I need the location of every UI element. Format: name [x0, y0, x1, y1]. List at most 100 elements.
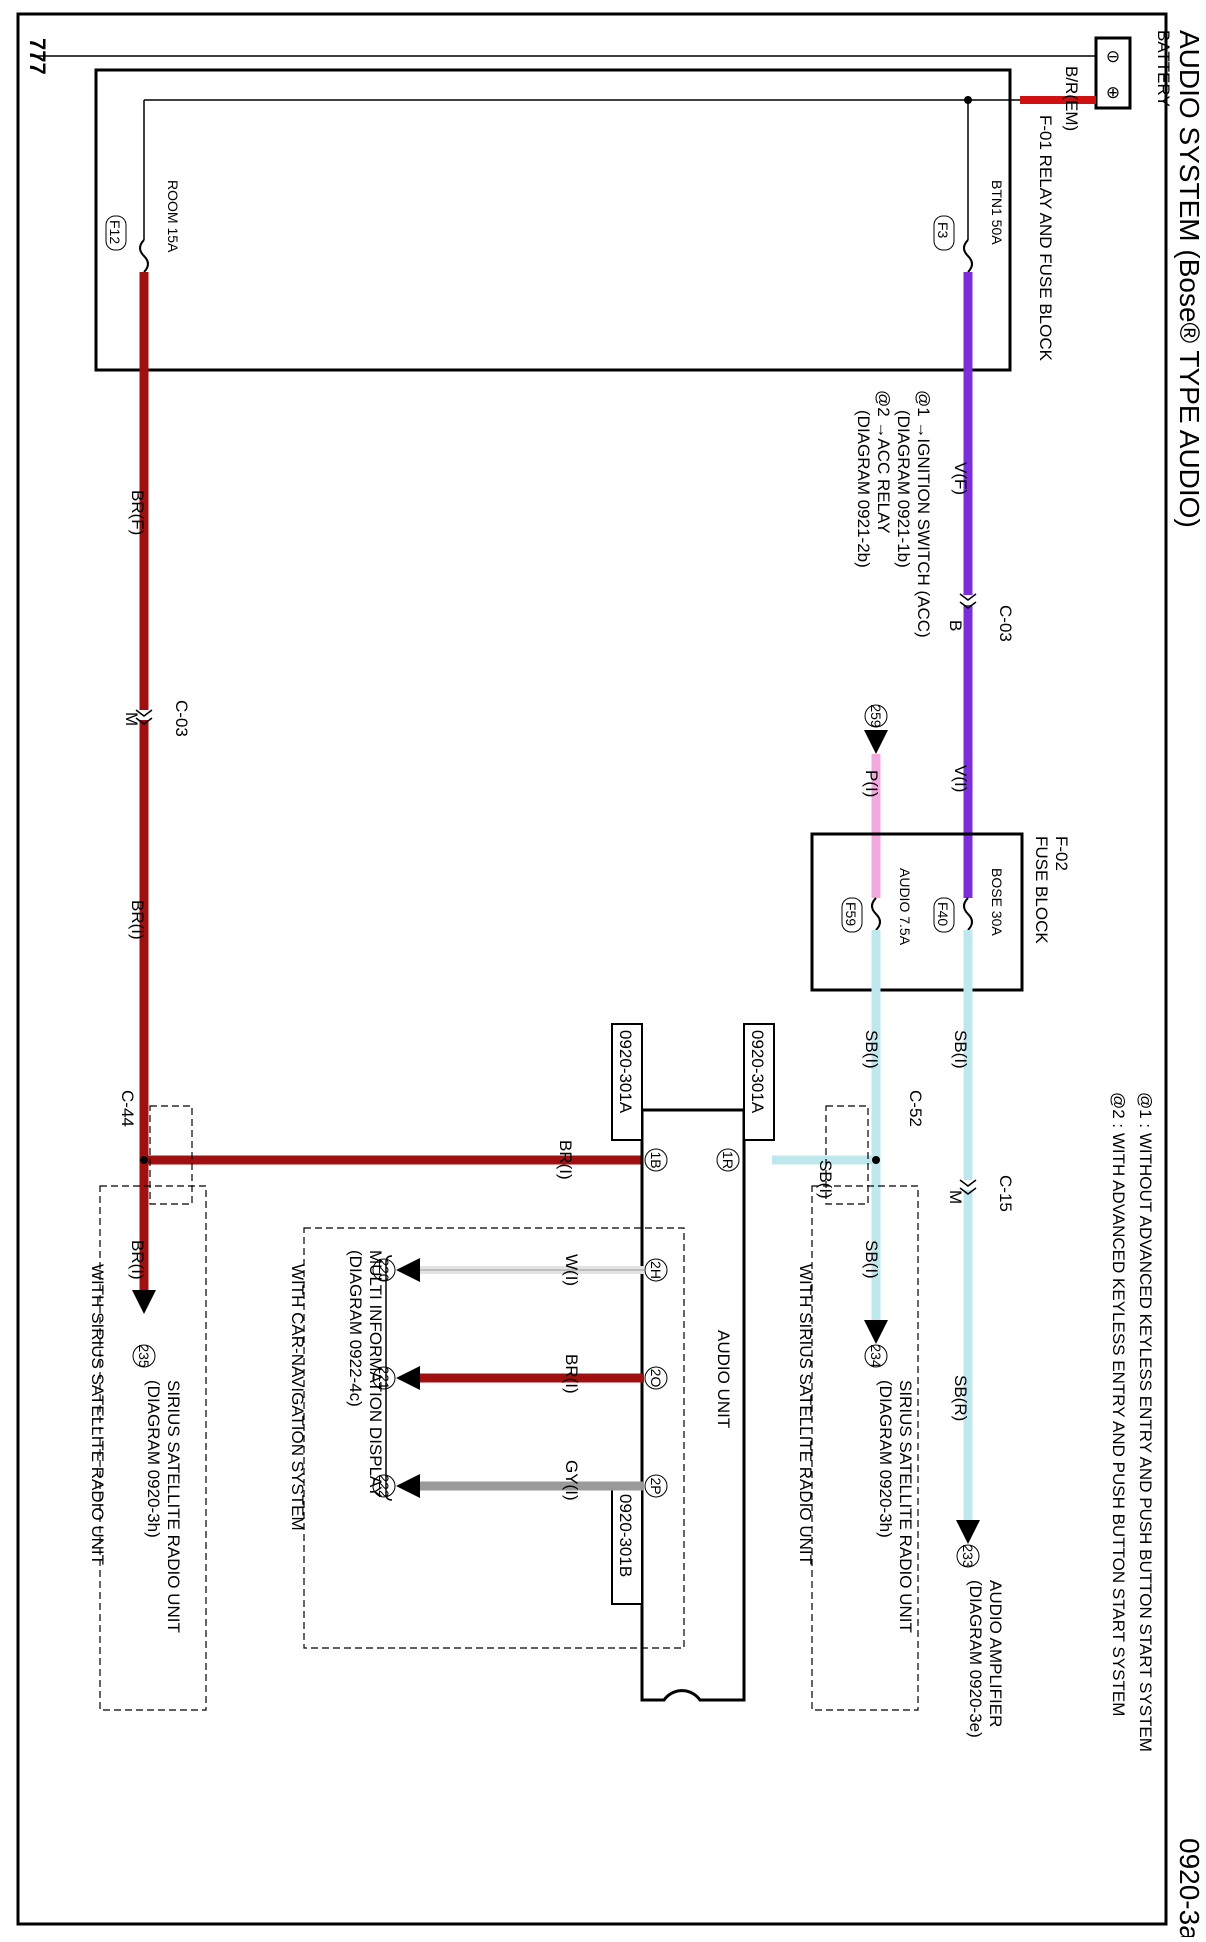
light-blue-wire-amp: [956, 930, 980, 1568]
pink-wire: 259: [864, 704, 888, 898]
wire-sb-i-label-1: SB(I): [951, 1030, 970, 1069]
sirius1-label: SIRIUS SATELLITE RADIO UNIT: [896, 1380, 915, 1633]
connector-c03-b-icon: [135, 709, 153, 725]
wire-gy-i-label: GY(I): [562, 1460, 581, 1501]
ignition-ref-line3: @2 →ACC RELAY: [874, 390, 893, 534]
svg-text:1B: 1B: [648, 1151, 664, 1168]
relay-fuse-block-label: F-01 RELAY AND FUSE BLOCK: [1036, 115, 1055, 362]
wire-sb-r-label: SB(R): [951, 1375, 970, 1421]
fuse-bose-name: BOSE 30A: [989, 868, 1005, 936]
wire-sb-i-label-2: SB(I): [862, 1030, 881, 1069]
sirius1-diagram: (DIAGRAM 0920-3h): [876, 1380, 895, 1538]
fuse-room-name: ROOM 15A: [165, 180, 181, 253]
dest-220: 220: [372, 1258, 396, 1282]
fuse-audio-id: F59: [843, 902, 859, 926]
fuse-btn1-id: F3: [935, 222, 951, 239]
connector-301a-2: 0920-301A: [616, 1030, 635, 1114]
fuse-block-f02-code: F-02: [1052, 836, 1071, 871]
connector-301a-1: 0920-301A: [748, 1030, 767, 1114]
page-code: 0920-3a: [1174, 1838, 1205, 1937]
note-2: @2 : WITH ADVANCED KEYLESS ENTRY AND PUS…: [1109, 1092, 1128, 1716]
option-nav: WITH CAR-NAVIGATION SYSTEM: [288, 1264, 307, 1531]
note-1: @1 : WITHOUT ADVANCED KEYLESS ENTRY AND …: [1136, 1092, 1155, 1752]
fuse-block-f02: [810, 832, 1024, 992]
dest-233: 233: [960, 1544, 976, 1568]
battery-positive-icon: ⊕: [1106, 83, 1120, 102]
option-sirius-2: WITH SIRIUS SATELLITE RADIO UNIT: [88, 1264, 107, 1565]
wire-br-f-label: BR(F): [128, 490, 147, 535]
battery-negative-icon: ⊖: [1106, 47, 1120, 66]
connector-c15: C-15: [996, 1175, 1015, 1212]
svg-text:220: 220: [376, 1258, 392, 1282]
svg-text:2P: 2P: [648, 1477, 664, 1494]
dest-234: 234: [868, 1344, 884, 1368]
audio-unit: [640, 1108, 746, 1702]
wire-v-i-label: V(I): [951, 765, 970, 792]
option-box-sirius-2: [99, 1185, 207, 1711]
option-sirius-1: WITH SIRIUS SATELLITE RADIO UNIT: [796, 1264, 815, 1565]
sirius2-label: SIRIUS SATELLITE RADIO UNIT: [164, 1380, 183, 1633]
connector-c03-a-pin: B: [946, 620, 965, 631]
sirius2-diagram: (DIAGRAM 0920-3h): [144, 1380, 163, 1538]
option-box-sirius-1: [811, 1185, 919, 1711]
diagram-title: AUDIO SYSTEM (Bose® TYPE AUDIO): [1174, 30, 1205, 528]
battery-label: BATTERY: [1154, 30, 1173, 107]
connector-c44-box: [149, 1105, 193, 1205]
option-box-nav: [303, 1227, 685, 1649]
pin-1r: 1R: [716, 1148, 740, 1172]
fuse-room: ROOM 15A F12: [105, 180, 181, 273]
connector-301b: 0920-301B: [616, 1494, 635, 1577]
amp-diagram: (DIAGRAM 0920-3e): [966, 1580, 985, 1738]
dest-221: 221: [372, 1366, 396, 1390]
wire-p-i-label: P(I): [862, 770, 881, 797]
pin-2p: 2P: [644, 1474, 668, 1498]
light-blue-wire-unit: [772, 930, 888, 1368]
ignition-ref-line1: @1 →IGNITION SWITCH (ACC): [914, 390, 933, 638]
svg-text:1R: 1R: [720, 1151, 736, 1169]
dest-259: 259: [868, 704, 884, 728]
dest-222: 222: [372, 1474, 396, 1498]
connector-c52-box: [825, 1105, 869, 1205]
wire-br-i-label-4: BR(I): [562, 1354, 581, 1394]
fuse-btn1: BTN1 50A F3: [933, 180, 1005, 273]
mid-brace: [385, 1255, 393, 1501]
fuse-audio-name: AUDIO 7.5A: [897, 868, 913, 946]
pin-2o: 2O: [644, 1366, 668, 1390]
dest-235: 235: [136, 1344, 152, 1368]
wire-v-f-label: V(F): [951, 462, 970, 495]
fuse-audio: AUDIO 7.5A F59: [841, 868, 913, 946]
fuse-block-f02-label: FUSE BLOCK: [1032, 836, 1051, 944]
audio-unit-label: AUDIO UNIT: [714, 1330, 733, 1428]
connector-c52: C-52: [906, 1090, 925, 1127]
svg-text:222: 222: [376, 1474, 392, 1498]
connector-c03-b: C-03: [172, 700, 191, 737]
pin-1b: 1B: [644, 1148, 668, 1172]
svg-text:2H: 2H: [648, 1261, 664, 1279]
connector-c15-icon: [959, 1179, 977, 1195]
battery: ⊖ ⊕ BATTERY: [1094, 30, 1173, 110]
wire-br-i-label-1: BR(I): [128, 900, 147, 940]
fuse-btn1-name: BTN1 50A: [989, 180, 1005, 245]
ignition-ref-line2: (DIAGRAM 0921-1b): [894, 410, 913, 568]
connector-c03-b-pin: M: [122, 712, 141, 726]
wire-sb-i-label-3: SB(I): [816, 1160, 835, 1199]
fuse-room-id: F12: [107, 220, 123, 244]
wire-br-i-label-2: BR(I): [556, 1140, 575, 1180]
mid-diagram: (DIAGRAM 0922-4c): [346, 1250, 365, 1407]
amp-label: AUDIO AMPLIFIER: [986, 1580, 1005, 1727]
pin-2h: 2H: [644, 1258, 668, 1282]
wire-br-i-label-3: BR(I): [128, 1240, 147, 1280]
svg-text:2O: 2O: [648, 1369, 664, 1388]
battery-wire-label: B/R(EM): [1062, 66, 1081, 131]
relay-fuse-block: [94, 68, 1012, 372]
connector-c44: C-44: [118, 1090, 137, 1127]
fuse-bose: BOSE 30A F40: [933, 868, 1005, 936]
wire-sb-i-label-4: SB(I): [862, 1240, 881, 1279]
nav-wires: [396, 1258, 644, 1498]
connector-c15-pin: M: [946, 1190, 965, 1204]
brown-wire: [132, 272, 642, 1368]
mid-label: MULTI INFORMATION DISPLAY: [366, 1250, 385, 1497]
svg-text:221: 221: [376, 1366, 392, 1390]
